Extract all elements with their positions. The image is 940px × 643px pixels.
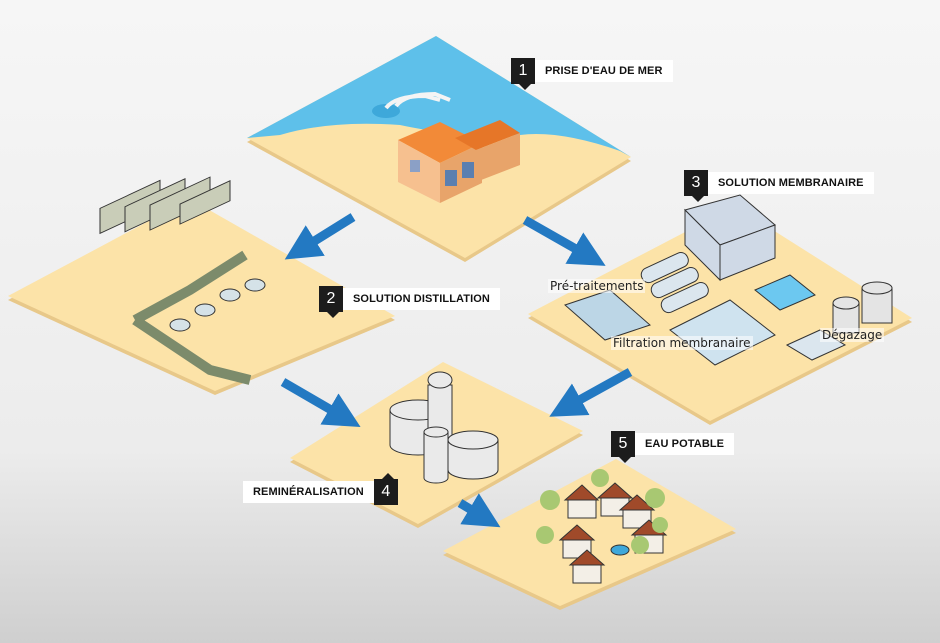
water-basin (754, 274, 816, 311)
pumping-station-building (398, 120, 520, 203)
step-number: 3 (684, 170, 708, 202)
step-title: PRISE D'EAU DE MER (535, 60, 673, 82)
arrow-distillation-to-remineralisation (280, 378, 361, 428)
step-5-label: 5 EAU POTABLE (611, 431, 735, 463)
remineralisation-tanks (389, 371, 499, 484)
step-2-label: 2 SOLUTION DISTILLATION (319, 286, 500, 318)
village-houses (558, 482, 668, 584)
arrow-remineralisation-to-drinking-water (457, 493, 501, 528)
arrow-intake-to-membrane (522, 216, 606, 266)
step-number: 4 (373, 473, 398, 505)
degassing-label: Dégazage (820, 328, 885, 342)
step-title: SOLUTION DISTILLATION (343, 288, 500, 310)
step-number: 5 (611, 431, 635, 463)
village-trees (536, 469, 668, 554)
step-title: EAU POTABLE (635, 433, 735, 455)
storage-silos (832, 281, 893, 334)
tile-distillation (8, 176, 395, 395)
arrow-intake-to-distillation (284, 213, 356, 260)
flow-arrows (280, 213, 633, 528)
step-4-label: 4 REMINÉRALISATION (243, 473, 398, 505)
membrane-racks (684, 194, 776, 282)
step-number: 2 (319, 286, 343, 318)
pretreatment-tanks (640, 251, 709, 314)
arrow-membrane-to-remineralisation (549, 368, 633, 417)
filtration-label: Filtration membranaire (611, 336, 753, 350)
pretreatment-label: Pré-traitements (548, 279, 646, 293)
distillation-plant (99, 176, 231, 235)
tile-drinking-water (443, 459, 736, 610)
well (610, 544, 630, 556)
step-3-label: 3 SOLUTION MEMBRANAIRE (684, 170, 874, 202)
step-1-label: 1 PRISE D'EAU DE MER (511, 58, 673, 90)
tile-sea-intake (247, 36, 631, 262)
pretreatment-basin (564, 289, 651, 341)
step-number: 1 (511, 58, 535, 90)
step-title: REMINÉRALISATION (243, 481, 374, 503)
step-title: SOLUTION MEMBRANAIRE (708, 172, 874, 194)
